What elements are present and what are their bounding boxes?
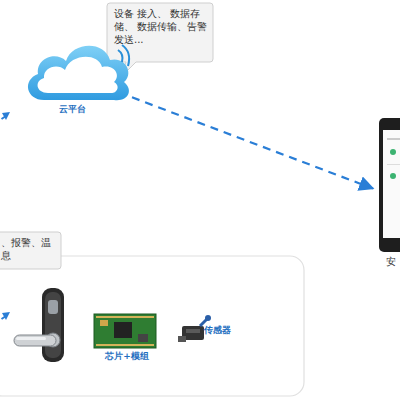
node-label: 、报警、温 息	[1, 236, 55, 262]
cloud-platform-outline	[22, 36, 134, 104]
node-label: 安	[386, 255, 398, 268]
node-label: 芯片+模组	[92, 350, 162, 363]
sensor-device: 传感器	[176, 318, 236, 354]
dashed-connector	[132, 97, 373, 188]
callout-bubble: 、报警、温 息	[0, 231, 62, 271]
node-label: 设备 接入、 数据存储、 数据传输、告警发送...	[114, 7, 208, 46]
smartphone-outline	[379, 118, 400, 252]
dashed-arrow-stub	[0, 112, 10, 124]
door-lock-illustration	[14, 288, 64, 362]
chip-module: 芯片+模组	[92, 314, 162, 364]
chip-module-outline	[92, 314, 158, 348]
smartphone: 安	[379, 118, 400, 268]
cloud-platform: 云平台	[22, 36, 132, 118]
device-group-frame	[0, 256, 304, 396]
dashed-arrow-stub	[0, 312, 10, 324]
node-label: 传感器	[204, 324, 244, 337]
node-label: 云平台	[22, 103, 122, 116]
